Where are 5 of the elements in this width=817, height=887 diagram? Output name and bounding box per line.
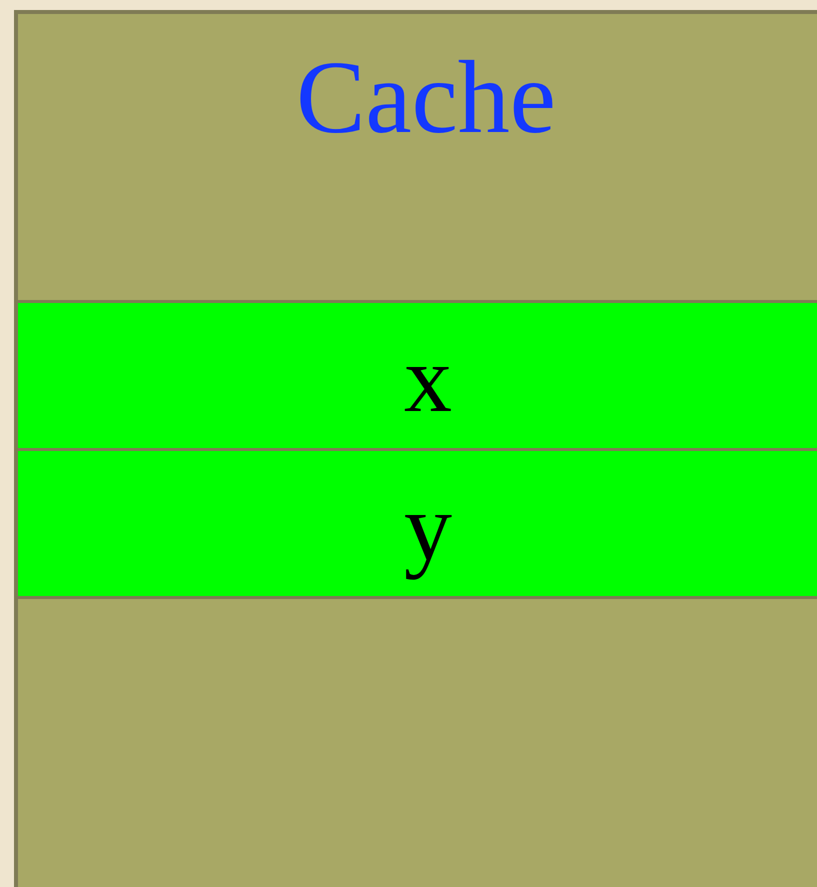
entry-label: x xyxy=(404,328,452,428)
panel-title: Cache xyxy=(295,39,557,157)
cache-panel xyxy=(14,10,817,887)
cache-entry-row xyxy=(18,448,817,599)
cache-entry-row xyxy=(18,300,817,451)
